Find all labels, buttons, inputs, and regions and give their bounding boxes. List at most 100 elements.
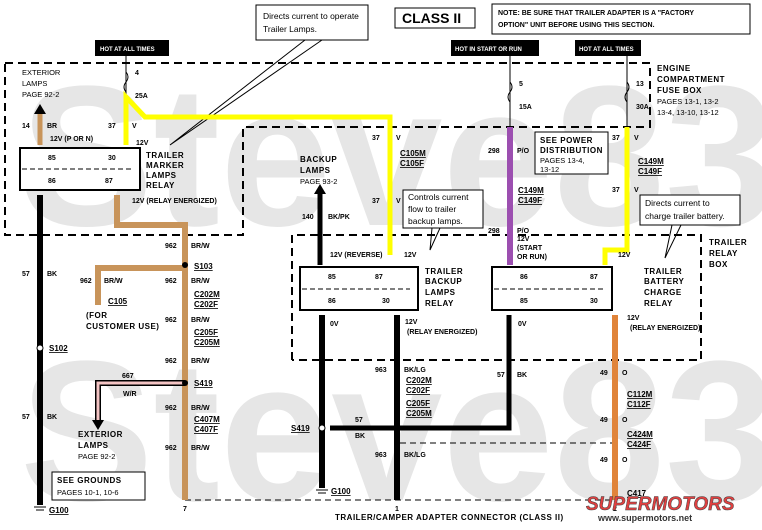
voltage: 12V (RELAY ENERGIZED) (132, 198, 217, 205)
relay-name: RELAY (146, 181, 175, 190)
wire-number: 49 (600, 370, 608, 377)
connector-labels: C105M C105F C149M C149F C149M C149F S103… (49, 149, 664, 515)
wire-color: BK/LG (404, 452, 426, 459)
connector: C417 (627, 489, 647, 498)
relay-name: TRAILER (425, 267, 463, 276)
ground-icon (316, 489, 328, 494)
label: LAMPS (78, 441, 109, 450)
callout-text: Trailer Lamps. (263, 24, 317, 34)
arrow-down-icon (92, 420, 104, 430)
fuse-box-label: ENGINE COMPARTMENT FUSE BOX PAGES 13-1, … (657, 64, 725, 117)
fuse-5: 5 15A (507, 56, 532, 127)
label: 13-12 (540, 165, 559, 174)
label: EXTERIOR (22, 68, 61, 77)
trailer-marker-lamps-relay: 85 30 86 87 TRAILER MARKER LAMPS RELAY (19, 147, 184, 191)
voltage: 0V (518, 321, 527, 328)
wire-number: 37 (108, 123, 116, 130)
callout-text: Controls current (408, 192, 469, 202)
label: BACKUP (300, 155, 337, 164)
connector: C205M (406, 409, 432, 418)
label: CUSTOMER USE) (86, 322, 159, 331)
hot-text: HOT IN START OR RUN (455, 47, 522, 53)
wire-color: P/O (517, 148, 530, 155)
fuse-rating: 15A (519, 104, 532, 111)
callout-text: backup lamps. (408, 216, 463, 226)
pin-label: 30 (382, 298, 390, 305)
fuse-rating: 30A (636, 104, 649, 111)
wire-color: V (634, 135, 639, 142)
relay-name: LAMPS (425, 288, 456, 297)
splice-label: S419 (291, 424, 310, 433)
hot-text: HOT AT ALL TIMES (579, 47, 634, 53)
wire-number: 49 (600, 457, 608, 464)
relay-box-label: TRAILER RELAY BOX (709, 238, 747, 269)
voltage: OR RUN) (517, 254, 547, 261)
label: LAMPS (300, 166, 331, 175)
pin-label: 85 (48, 155, 56, 162)
wire-color: BR/W (191, 445, 210, 452)
voltage: 0V (330, 321, 339, 328)
wire-color: P/O (517, 228, 530, 235)
grounds-box: SEE GROUNDS PAGES 10-1, 10-6 (51, 471, 146, 501)
ground-label: G100 (49, 506, 69, 515)
wire-color: BR/W (191, 317, 210, 324)
label: 13-4, 13-10, 13-12 (657, 108, 719, 117)
label: PAGE 92-2 (22, 90, 59, 99)
wire-667-fill (96, 381, 185, 420)
voltage-labels: 12V (P OR N) 12V 12V (RELAY ENERGIZED) 1… (50, 136, 700, 336)
connector: C202F (406, 386, 430, 395)
wire-number: 962 (165, 445, 177, 452)
connector: C205F (194, 328, 218, 337)
connector: C105M (400, 149, 426, 158)
voltage: 12V (REVERSE) (330, 252, 383, 259)
relay-name: BACKUP (425, 277, 462, 286)
hot-label-right: HOT AT ALL TIMES (575, 40, 641, 56)
arrow-up-icon (34, 104, 46, 114)
wire-number: 963 (375, 367, 387, 374)
voltage: 12V (P OR N) (50, 136, 93, 143)
connector: C202M (406, 376, 432, 385)
connector: C407M (194, 415, 220, 424)
fuse-box-boundary (4, 62, 651, 236)
splice-s419 (182, 380, 188, 386)
voltage: (RELAY ENERGIZED) (630, 325, 700, 332)
voltage: (RELAY ENERGIZED) (407, 329, 477, 336)
wire-962-c105 (95, 265, 185, 305)
wire-labels: 14 BR 37 V 37 V 37 V 37 V 37 V 298 P/O 2… (22, 123, 639, 464)
fuse-number: 5 (519, 81, 523, 88)
callout-battery: Directs current to charge trailer batter… (639, 194, 741, 259)
splice-s419-right (318, 424, 326, 432)
wire-color: BK (47, 414, 57, 421)
callout-text: Directs current to operate (263, 11, 359, 21)
wire-number: 37 (612, 135, 620, 142)
wire-number: 963 (375, 452, 387, 459)
connector: C202M (194, 290, 220, 299)
wire-number: 57 (497, 372, 505, 379)
wire-number: 37 (372, 198, 380, 205)
wire-color: V (396, 198, 401, 205)
pin-label: 30 (108, 155, 116, 162)
label: PAGES 13-4, (540, 156, 584, 165)
wire-number: 962 (165, 243, 177, 250)
splice-s103 (182, 262, 188, 268)
voltage: 12V (136, 140, 149, 147)
connector: C112F (627, 400, 651, 409)
wire-color: O (622, 417, 628, 424)
supermotors-logo: SUPERMOTORS www.supermotors.net (586, 494, 735, 523)
wire-number: 57 (22, 414, 30, 421)
connector: C105 (108, 297, 128, 306)
pin-label: 86 (48, 178, 56, 185)
exterior-lamps-bottom: EXTERIOR LAMPS PAGE 92-2 (78, 430, 122, 461)
callout-text: charge trailer battery. (645, 211, 725, 221)
wire-color: BK/PK (328, 214, 350, 221)
ground-icon (34, 506, 46, 511)
wire-color: O (622, 370, 628, 377)
label: TRAILER (709, 238, 747, 247)
pin-label: 85 (328, 274, 336, 281)
wire-color: BK (355, 433, 365, 440)
voltage: 12V (517, 236, 530, 243)
wire-color: BK (517, 372, 527, 379)
arrow-up-icon (314, 184, 326, 194)
splice-s102 (36, 344, 44, 352)
